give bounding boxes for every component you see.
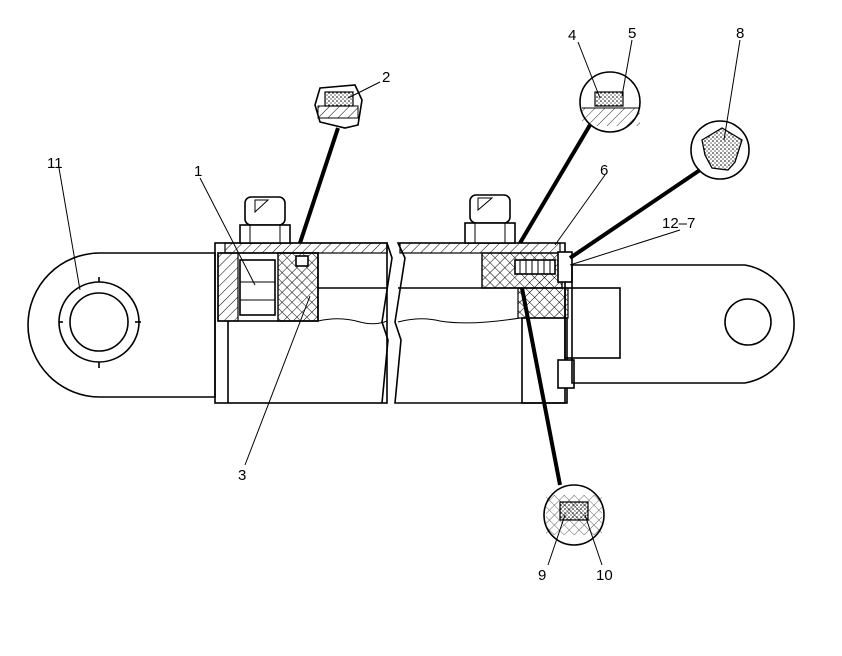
piston-rod-right: [557, 264, 795, 389]
gland-bolt: [514, 259, 556, 275]
callout-4: 4: [568, 27, 576, 44]
callout-12-7: 12–7: [662, 215, 695, 232]
barrel-wall-top-left: [224, 242, 388, 254]
right-eye-hole: [724, 298, 772, 346]
callout-5: 5: [628, 25, 636, 42]
detail-bubble-8: [568, 120, 750, 260]
callout-8: 8: [736, 25, 744, 42]
detail-bubble-9-10: [520, 287, 605, 546]
detail-bubble-2: [298, 84, 363, 244]
callout-10: 10: [596, 567, 613, 584]
callout-1: 1: [194, 163, 202, 180]
callout-6: 6: [600, 162, 608, 179]
callout-3: 3: [238, 467, 246, 484]
callout-2: 2: [382, 69, 390, 86]
port-fitting-right: [464, 194, 516, 244]
barrel-wall-top-right: [399, 242, 561, 254]
left-eye-bushing-outer: [58, 281, 140, 363]
callout-11: 11: [47, 155, 63, 172]
left-eye-bushing-inner: [69, 292, 129, 352]
callout-9: 9: [538, 567, 546, 584]
piston-left-plate: [217, 252, 239, 322]
port-fitting-left: [239, 196, 291, 244]
callout-labels: 11 1 2 3 4 5 6 8 12–7 9 10: [47, 25, 744, 584]
piston-nut: [239, 259, 276, 316]
barrel-right: [394, 242, 573, 404]
barrel-left: [214, 242, 393, 404]
right-clevis: [571, 264, 795, 384]
left-clevis: [27, 252, 216, 398]
leader-lines: [58, 39, 741, 566]
detail-bubble-4-5: [518, 71, 641, 245]
